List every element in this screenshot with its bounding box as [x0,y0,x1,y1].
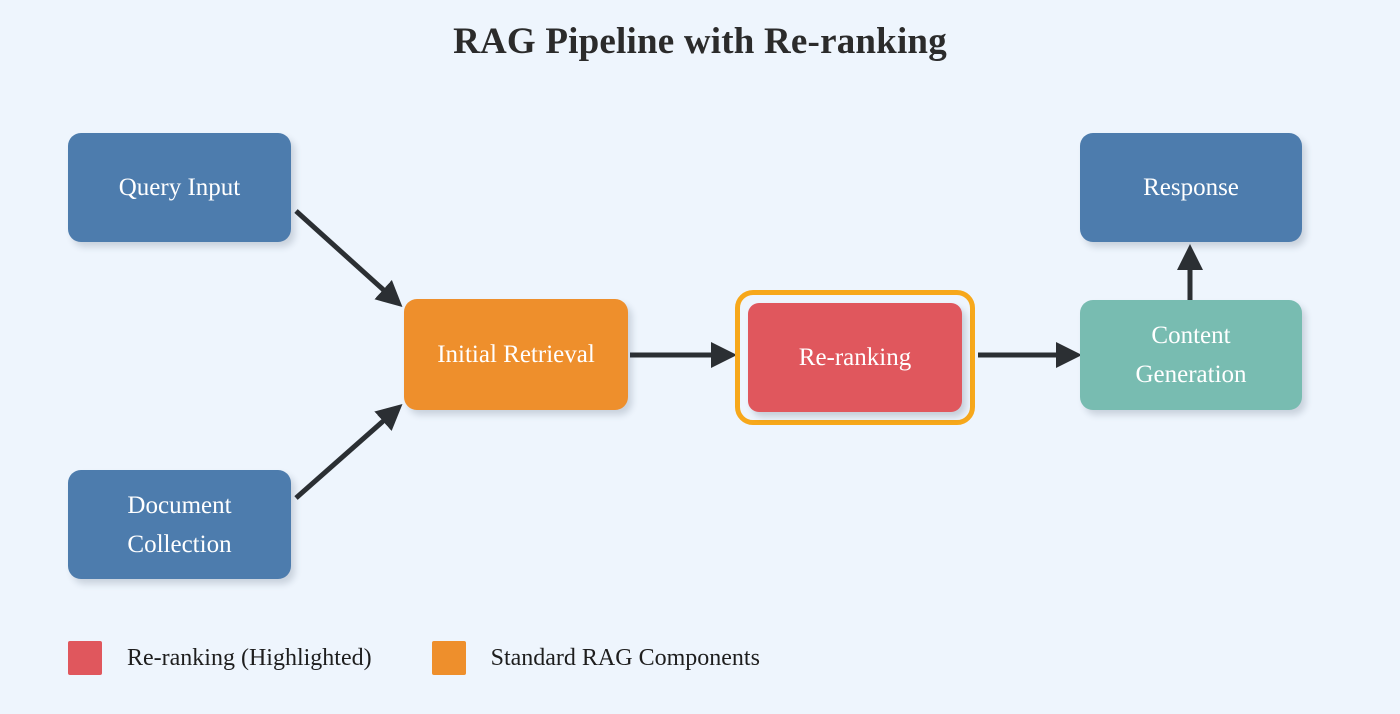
node-document-collection-label: Document Collection [127,491,232,558]
legend-label-reranking: Re-ranking (Highlighted) [127,644,372,671]
edge-query-input-to-initial-retrieval [294,209,403,308]
legend-item-standard-components: Standard RAG Components [431,641,760,675]
node-reranking-label: Re-ranking [798,344,912,371]
node-reranking[interactable]: Re-ranking [748,303,962,412]
node-content-generation-label: Content Generation [1135,322,1247,388]
node-response-label: Response [1143,174,1239,201]
legend-label-standard-components: Standard RAG Components [490,644,760,671]
legend-swatch-reranking [68,641,102,675]
page-title: RAG Pipeline with Re-ranking [453,21,947,62]
node-query-input[interactable]: Query Input [68,133,291,242]
node-initial-retrieval-label: Initial Retrieval [437,341,595,368]
edge-document-collection-to-initial-retrieval [294,404,403,500]
legend: Re-ranking (Highlighted) Standard RAG Co… [68,638,760,678]
node-response[interactable]: Response [1080,133,1302,242]
node-document-collection[interactable]: Document Collection [68,470,291,579]
node-initial-retrieval[interactable]: Initial Retrieval [404,299,628,410]
node-content-generation[interactable]: Content Generation [1080,300,1302,410]
legend-item-reranking: Re-ranking (Highlighted) [68,641,372,675]
node-query-input-label: Query Input [118,174,241,201]
legend-swatch-standard-components [431,641,466,675]
